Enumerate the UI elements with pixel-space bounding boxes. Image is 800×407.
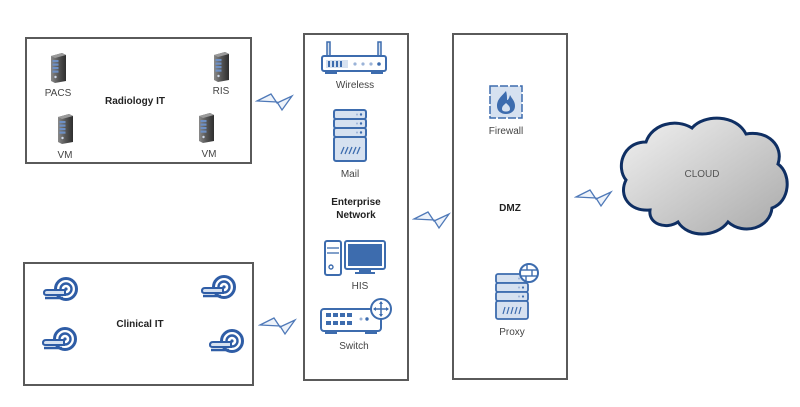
enterprise-network-title-line2: Network (336, 210, 376, 221)
node-label-vm-2: VM (201, 149, 217, 160)
mri-scanner-icon[interactable] (199, 275, 239, 301)
mri-scanner-icon[interactable] (40, 327, 80, 353)
server-tower-icon[interactable] (55, 113, 75, 145)
node-label-firewall: Firewall (488, 126, 524, 137)
workstation-icon[interactable] (323, 239, 387, 277)
enterprise-network-title-line1: Enterprise (331, 197, 381, 208)
lightning-link-icon[interactable] (412, 206, 452, 232)
cloud-icon[interactable] (612, 112, 792, 242)
proxy-server-icon[interactable] (494, 262, 540, 322)
radiology-it-title: Radiology IT (105, 96, 165, 107)
firewall-icon[interactable] (488, 84, 524, 120)
cloud-label: CLOUD (684, 169, 720, 180)
dmz-title: DMZ (499, 203, 521, 214)
lightning-link-icon[interactable] (574, 184, 614, 210)
node-label-pacs: PACS (44, 88, 72, 99)
mail-server-icon[interactable] (332, 108, 368, 164)
node-label-mail: Mail (340, 169, 360, 180)
mri-scanner-icon[interactable] (207, 329, 247, 355)
server-tower-icon[interactable] (211, 51, 231, 83)
node-label-vm-1: VM (57, 150, 73, 161)
node-label-his: HIS (351, 281, 369, 292)
mri-scanner-icon[interactable] (41, 277, 81, 303)
node-label-ris: RIS (212, 86, 230, 97)
wireless-router-icon[interactable] (319, 40, 389, 78)
lightning-link-icon[interactable] (255, 88, 295, 114)
lightning-link-icon[interactable] (258, 312, 298, 338)
server-tower-icon[interactable] (196, 112, 216, 144)
node-label-switch: Switch (339, 341, 369, 352)
node-label-proxy: Proxy (499, 327, 525, 338)
clinical-it-title: Clinical IT (116, 319, 164, 330)
server-tower-icon[interactable] (48, 52, 68, 84)
network-switch-icon[interactable] (319, 297, 395, 337)
enterprise-network-group (303, 33, 409, 381)
node-label-wireless: Wireless (335, 80, 375, 91)
